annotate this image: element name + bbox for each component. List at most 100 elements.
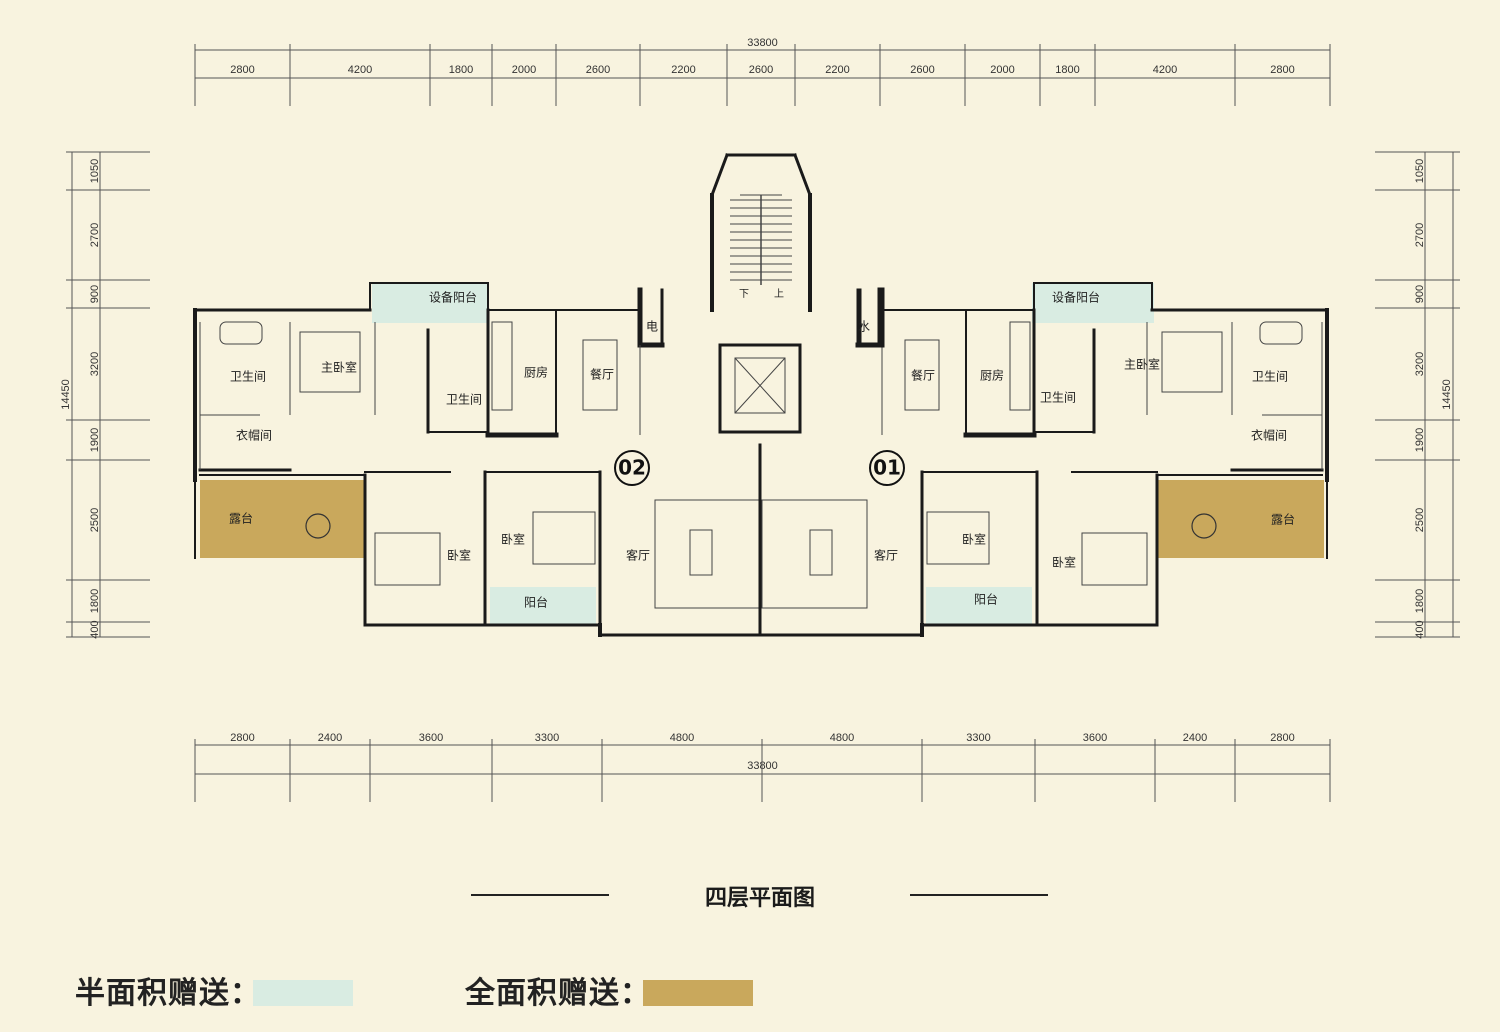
legend-half-swatch [253,980,353,1006]
unit-02-circle [614,450,650,486]
room-label-master-bedroom-left: 主卧室 [321,360,357,375]
room-label-bedroom-right: 卧室 [962,532,986,547]
unit-02-dining-table [582,339,618,411]
top-dim-segment-label: 2000 [990,64,1014,76]
bottom-dim-segment-label: 2400 [318,732,342,744]
left-dim-segment-label: 900 [89,285,101,303]
left-dim-segment-label: 2700 [89,223,101,247]
stair-wall [710,153,729,197]
room-label-balcony-left: 阳台 [524,595,548,610]
legend-full-area: 全面积赠送： [465,972,753,1011]
top-dim-segment-label: 2600 [749,64,773,76]
left-dim-segment-label: 3200 [89,352,101,376]
room-label-master-bath-left: 卫生间 [230,370,266,384]
room-label-terrace-left: 露台 [229,511,253,526]
room-label-kitchen-left: 厨房 [524,365,548,380]
stair-down-label: 下 [739,289,749,300]
left-dim-segment-label: 1050 [89,159,101,183]
bottom-dim-segment-label: 3300 [966,732,990,744]
top-dim-segment-label: 1800 [1055,64,1079,76]
room-label-bedroom-left: 卧室 [447,548,471,563]
unit-01-number: 01 [873,456,901,480]
right-dim-segment-label: 1900 [1414,428,1426,452]
equipment-balcony-left-fill [372,283,487,323]
unit-02-number: 02 [618,456,646,480]
balcony-right-fill [926,587,1032,625]
terrace-right-fill [1156,480,1324,558]
unit-01-dining-table [904,339,940,411]
room-label-master-bath-right: 卫生间 [1252,370,1288,384]
room-label-bedroom-2-right: 卧室 [1052,555,1076,570]
terrace-left-fill [200,480,366,558]
room-label-bedroom-2-left: 卧室 [501,532,525,547]
title-right-rule [910,894,1048,896]
unit-01-terrace-table [1191,513,1217,539]
unit-01-master-bed [1161,331,1223,393]
right-dim-segment-label: 1050 [1414,159,1426,183]
right-dim-total-label: 14450 [1441,379,1453,410]
top-dim-segment-label: 4200 [348,64,372,76]
top-dim-segment-label: 4200 [1153,64,1177,76]
top-dim-segment-label: 2800 [1270,64,1294,76]
top-dim-segment-label: 1800 [449,64,473,76]
bottom-dim-segment-label: 3600 [1083,732,1107,744]
unit-01-kitchen-counter [1009,321,1031,411]
right-dim-segment-label: 900 [1414,285,1426,303]
room-label-bath-left: 卫生间 [446,393,482,407]
bottom-dim-segment-label: 2800 [1270,732,1294,744]
left-dim-segment-label: 1800 [89,589,101,613]
unit-01-bed-2 [926,511,990,565]
room-label-dining-right: 餐厅 [911,368,935,383]
unit-01-bathtub [1259,321,1303,345]
room-label-master-bedroom-right: 主卧室 [1124,357,1160,372]
bottom-dim-segment-label: 4800 [670,732,694,744]
plan-title: 四层平面图 [704,886,815,911]
left-dim-total-label: 14450 [60,379,72,410]
unit-02-living-rug [654,499,761,609]
stair-wall [793,153,812,197]
unit-02-master-bed [299,331,361,393]
room-label-equipment-balcony-left: 设备阳台 [429,290,477,305]
room-label-balcony-right: 阳台 [974,592,998,607]
room-label-equipment-balcony-right: 设备阳台 [1052,290,1100,305]
bottom-dim-segment-label: 3600 [419,732,443,744]
right-dim-segment-label: 3200 [1414,352,1426,376]
unit-01-living-rug [761,499,868,609]
unit-01-bed [1081,532,1148,586]
legend-half-area: 半面积赠送： [75,972,353,1011]
top-dim-segment-label: 2800 [230,64,254,76]
lift-car-diagonal [734,357,786,414]
right-dim-segment-label: 1800 [1414,589,1426,613]
unit-01-circle [869,450,905,486]
room-label-living-left: 客厅 [626,548,650,563]
right-dim-segment-label: 2700 [1414,223,1426,247]
legend-full-swatch [643,980,753,1006]
top-dim-segment-label: 2000 [512,64,536,76]
room-label-kitchen-right: 厨房 [980,368,1004,383]
balcony-left-fill [490,587,596,625]
bottom-dim-segment-label: 2800 [230,732,254,744]
top-dim-total-label: 33800 [747,37,778,49]
room-label-closet-left: 衣帽间 [236,428,272,443]
room-label-closet-right: 衣帽间 [1251,428,1287,443]
unit-01-coffee-table [809,529,833,576]
bottom-dim-segment-label: 3300 [535,732,559,744]
legend-half-label: 半面积赠送： [75,976,261,1011]
bottom-dim-segment-label: 2400 [1183,732,1207,744]
unit-02-bed-2 [532,511,596,565]
left-dim-segment-label: 1900 [89,428,101,452]
lift-car [734,357,786,414]
bottom-dim-segment-label: 4800 [830,732,854,744]
top-dim-segment-label: 2600 [586,64,610,76]
right-dim-segment-label: 400 [1414,620,1426,638]
room-label-dining-left: 餐厅 [590,367,614,382]
top-dim-segment-label: 2200 [671,64,695,76]
right-dim-segment-label: 2500 [1414,508,1426,532]
room-label-living-right: 客厅 [874,548,898,563]
room-label-electric: 电 [646,320,658,334]
equipment-balcony-right-fill [1032,283,1154,323]
room-label-bath-right: 卫生间 [1040,391,1076,405]
unit-02-bathtub [219,321,263,345]
left-dim-segment-label: 400 [89,620,101,638]
